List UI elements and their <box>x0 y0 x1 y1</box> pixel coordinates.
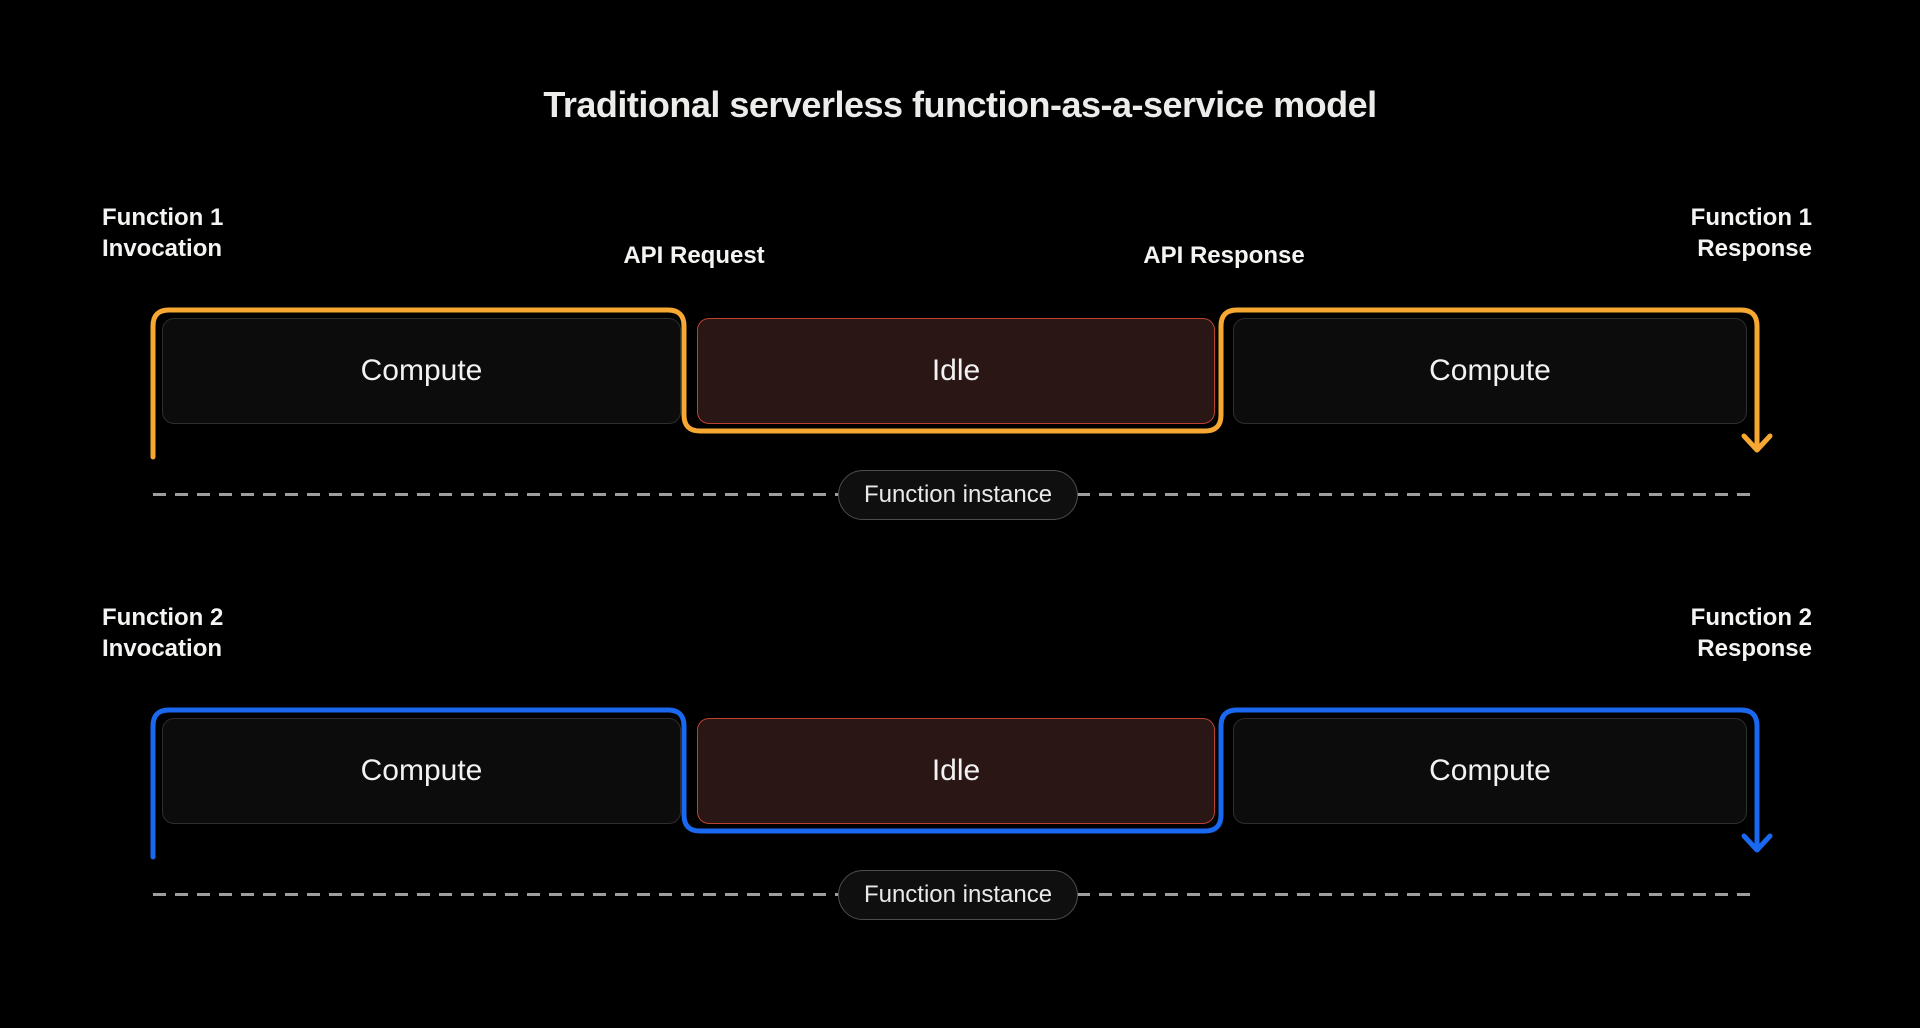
idle-block: Idle <box>697 718 1215 824</box>
response-label-line2: Response <box>1697 635 1812 662</box>
idle-block-label: Idle <box>931 354 981 387</box>
arrow-down-icon <box>1741 833 1773 853</box>
function-instance-label: Function instance <box>863 881 1053 908</box>
function-1-invocation-label: Function 1 Invocation <box>102 202 223 264</box>
compute-block-1: Compute <box>162 718 681 824</box>
invocation-label-line2: Invocation <box>102 235 223 262</box>
idle-block: Idle <box>697 318 1215 424</box>
function-1-response-label: Function 1 Response <box>1512 202 1812 264</box>
function-2-invocation-label: Function 2 Invocation <box>102 602 223 664</box>
invocation-label-line1: Function 1 <box>102 204 224 231</box>
function-instance-label: Function instance <box>863 481 1053 508</box>
compute-block-label: Compute <box>1429 354 1551 387</box>
api-response-label: API Response <box>1143 242 1305 269</box>
function-2-response-label: Function 2 Response <box>1512 602 1812 664</box>
compute-block-2: Compute <box>1233 718 1747 824</box>
response-label-line1: Function 1 <box>1690 204 1812 231</box>
compute-block-label: Compute <box>1429 754 1551 787</box>
response-label-line2: Response <box>1697 235 1812 262</box>
idle-block-label: Idle <box>931 754 981 787</box>
diagram-title: Traditional serverless function-as-a-ser… <box>543 84 1377 125</box>
compute-block-label: Compute <box>360 354 483 387</box>
function-2-lane: Function 2 Invocation Function 2 Respons… <box>0 400 1920 920</box>
response-label-line1: Function 2 <box>1690 604 1812 631</box>
compute-block-label: Compute <box>360 754 483 787</box>
invocation-label-line1: Function 2 <box>102 604 224 631</box>
compute-block-2: Compute <box>1233 318 1747 424</box>
function-instance-pill: Function instance <box>838 870 1078 920</box>
function-instance-pill: Function instance <box>838 470 1078 520</box>
api-request-label: API Request <box>623 242 765 269</box>
invocation-label-line2: Invocation <box>102 635 223 662</box>
compute-block-1: Compute <box>162 318 681 424</box>
